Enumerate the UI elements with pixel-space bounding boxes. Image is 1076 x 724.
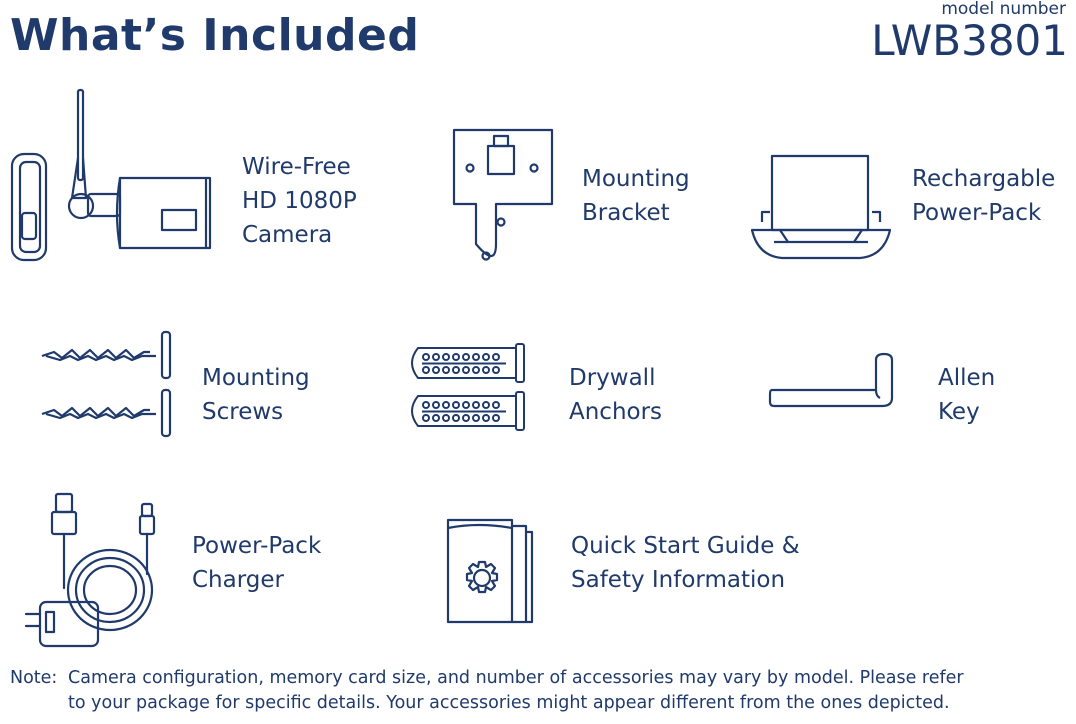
footnote: Note: Camera configuration, memory card … [10,666,1070,716]
allen-key-icon [768,352,902,412]
note-line-1: Camera configuration, memory card size, … [68,668,964,688]
drywall-anchors-icon [404,342,530,434]
note-line-2: to your package for specific details. Yo… [68,693,950,713]
power-pack-icon [748,152,894,264]
camera-icon [8,88,218,268]
item-label-guide: Quick Start Guide &Safety Information [571,533,800,593]
page-title: What’s Included [10,10,420,61]
model-number: LWB3801 [871,16,1068,65]
charger-icon [22,490,168,650]
mounting-bracket-icon [450,126,556,272]
model-number-label: model number [941,0,1066,19]
note-prefix: Note: [10,668,58,688]
guide-book-icon [444,516,536,626]
screws-icon [38,328,178,442]
